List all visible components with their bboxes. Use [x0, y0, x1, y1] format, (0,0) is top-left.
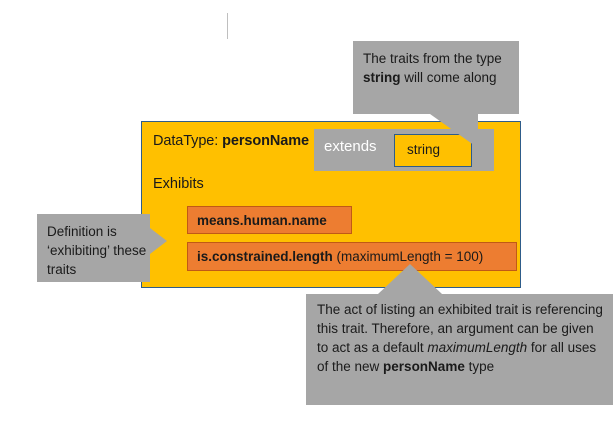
callout-exhibited-trait-argument: The act of listing an exhibited trait is… — [306, 294, 613, 405]
datatype-title: DataType: personName — [153, 133, 309, 149]
trait-chip-text: means.human.name — [197, 213, 327, 228]
callout-bottom-text-part2: for all uses of the new — [317, 340, 597, 374]
trait-name: means.human.name — [197, 213, 327, 228]
callout-left-pointer — [150, 228, 167, 254]
callout-top-pointer — [420, 114, 478, 148]
trait-name: is.constrained.length — [197, 249, 333, 264]
trait-argument: (maximumLength = 100) — [332, 249, 484, 264]
callout-bottom-text: The act of listing an exhibited trait is… — [317, 300, 607, 376]
callout-top-text: The traits from the type string will com… — [363, 49, 511, 87]
callout-bottom-text-part1: The act of listing an exhibited trait is… — [317, 302, 603, 355]
callout-top-emphasis: string — [363, 70, 401, 85]
exhibits-label: Exhibits — [153, 176, 204, 192]
trait-chip-text: is.constrained.length (maximumLength = 1… — [197, 249, 483, 264]
datatype-title-prefix: DataType: — [153, 133, 223, 149]
datatype-title-name: personName — [222, 133, 309, 149]
callout-traits-from-string: The traits from the type string will com… — [353, 41, 519, 114]
trait-chip-means-human-name: means.human.name — [187, 206, 352, 234]
stray-vertical-rule — [227, 13, 228, 39]
callout-definition-exhibiting: Definition is ‘exhibiting’ these traits — [37, 214, 150, 282]
callout-bottom-text-part3: type — [464, 359, 495, 374]
callout-top-text-part1: The traits from the type — [363, 51, 502, 66]
extends-label: extends — [324, 138, 377, 155]
callout-bottom-emphasis-italic: maximumLength — [427, 340, 528, 355]
callout-top-text-part2: will come along — [400, 70, 497, 85]
callout-bottom-emphasis-bold: personName — [383, 359, 465, 374]
callout-left-text: Definition is ‘exhibiting’ these traits — [47, 224, 147, 277]
trait-chip-is-constrained-length: is.constrained.length (maximumLength = 1… — [187, 242, 517, 271]
callout-bottom-pointer — [378, 264, 442, 294]
